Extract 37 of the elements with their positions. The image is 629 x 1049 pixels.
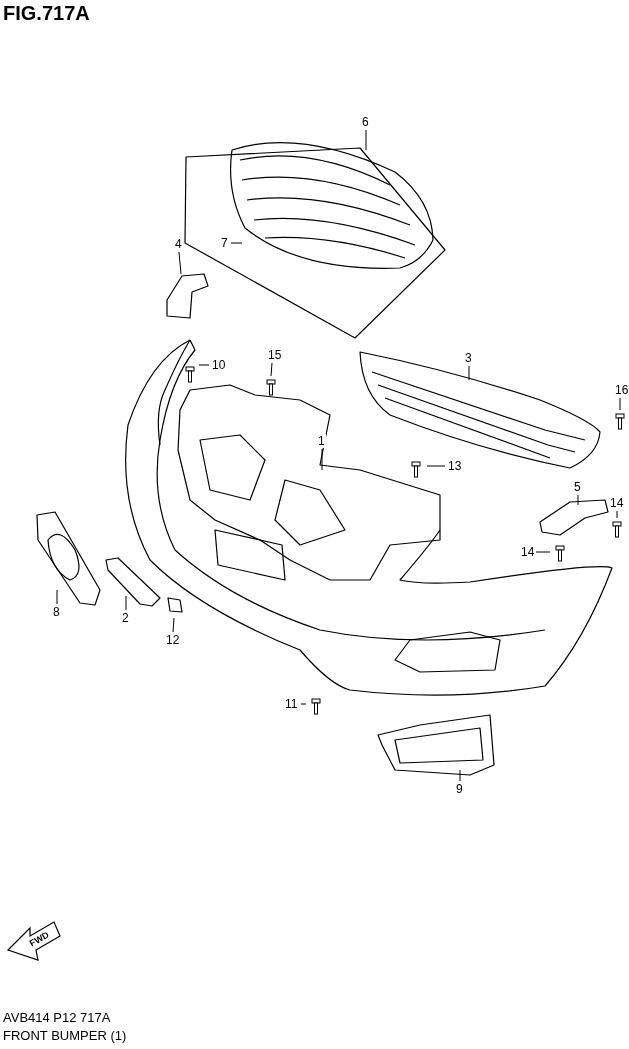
leader-line <box>535 551 551 553</box>
callout-number: 12 <box>165 633 181 647</box>
leader-line <box>616 510 618 519</box>
callout-number: 9 <box>455 782 464 796</box>
leader-line <box>459 769 461 782</box>
callout-number: 5 <box>573 480 582 494</box>
callout-number: 13 <box>447 459 463 473</box>
callout-number: 1 <box>317 434 326 448</box>
leader-line <box>619 397 621 411</box>
callout-number: 14 <box>609 496 625 510</box>
callout-number: 3 <box>464 351 473 365</box>
callout-number: 14 <box>520 545 536 559</box>
figure-caption: FRONT BUMPER (1) <box>2 1028 128 1043</box>
callout-number: 11 <box>284 697 299 711</box>
callout-number: 16 <box>614 383 629 397</box>
leader-line <box>125 595 127 611</box>
leader-line <box>468 365 470 381</box>
leader-line <box>365 129 367 151</box>
callout-number: 15 <box>267 348 283 362</box>
callout-number: 4 <box>174 237 183 251</box>
callout-number: 6 <box>361 115 370 129</box>
callout-number: 10 <box>211 358 227 372</box>
callout-number: 2 <box>121 611 130 625</box>
callout-number: 7 <box>220 236 229 250</box>
direction-text: FWD <box>27 929 52 949</box>
leader-line <box>321 448 323 471</box>
leader-line <box>178 251 182 275</box>
leader-line <box>56 589 58 605</box>
leader-line <box>230 242 243 244</box>
leader-line <box>172 617 175 633</box>
callout-number: 8 <box>52 605 61 619</box>
leader-line <box>270 362 273 377</box>
leader-line <box>300 703 307 705</box>
leader-line <box>577 494 579 506</box>
leader-line <box>198 364 210 366</box>
diagram-code: AVB414 P12 717A <box>2 1010 112 1025</box>
leader-line <box>426 465 446 467</box>
